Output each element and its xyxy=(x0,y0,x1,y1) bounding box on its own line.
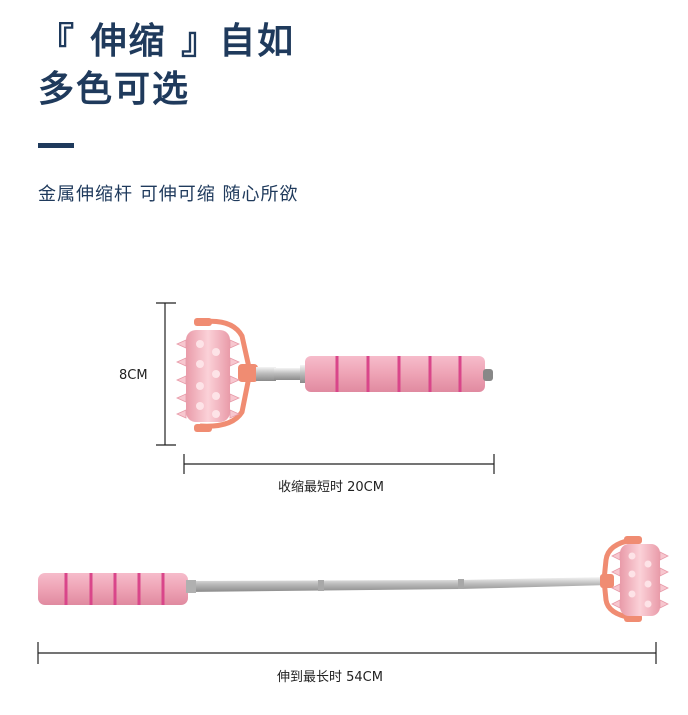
title-divider xyxy=(38,143,74,148)
subtitle: 金属伸缩杆 可伸可缩 随心所欲 xyxy=(38,184,299,205)
short-length-label: 收缩最短时 20CM xyxy=(278,480,384,495)
title-line-2: 多色可选 xyxy=(38,69,191,110)
short-rod-collar xyxy=(256,367,276,381)
short-massager xyxy=(156,302,495,474)
long-length-label: 伸到最长时 54CM xyxy=(277,670,383,685)
short-length-measure-line xyxy=(183,454,495,474)
height-label: 8CM xyxy=(119,368,148,383)
spiked-roller xyxy=(176,330,240,422)
height-measure-line xyxy=(156,302,176,446)
short-rod xyxy=(274,368,304,380)
long-handle xyxy=(38,573,188,605)
short-handle xyxy=(305,356,493,392)
long-spiked-roller xyxy=(611,544,669,616)
title-line-1: 『 伸缩 』自如 xyxy=(38,21,296,62)
long-length-measure-line xyxy=(37,642,657,664)
long-massager xyxy=(37,536,669,664)
long-rod xyxy=(186,577,610,592)
